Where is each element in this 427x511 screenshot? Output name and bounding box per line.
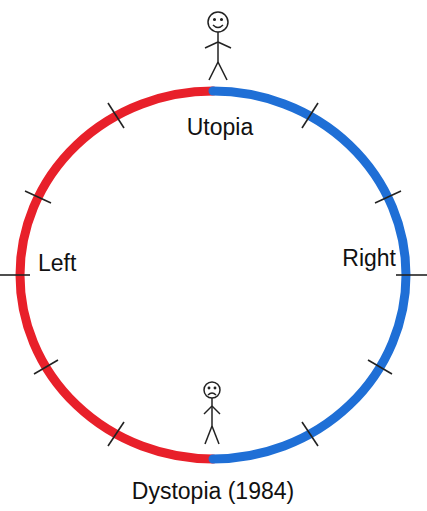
happy-stick-figure — [205, 12, 231, 80]
left-arc — [20, 91, 213, 459]
right-arc — [213, 91, 406, 459]
tick-marks — [0, 103, 427, 446]
sad-stick-figure — [204, 382, 220, 444]
left-label: Left — [38, 252, 76, 275]
dystopia-label: Dystopia (1984) — [132, 480, 294, 503]
right-label: Right — [342, 247, 396, 270]
utopia-label: Utopia — [187, 116, 253, 139]
